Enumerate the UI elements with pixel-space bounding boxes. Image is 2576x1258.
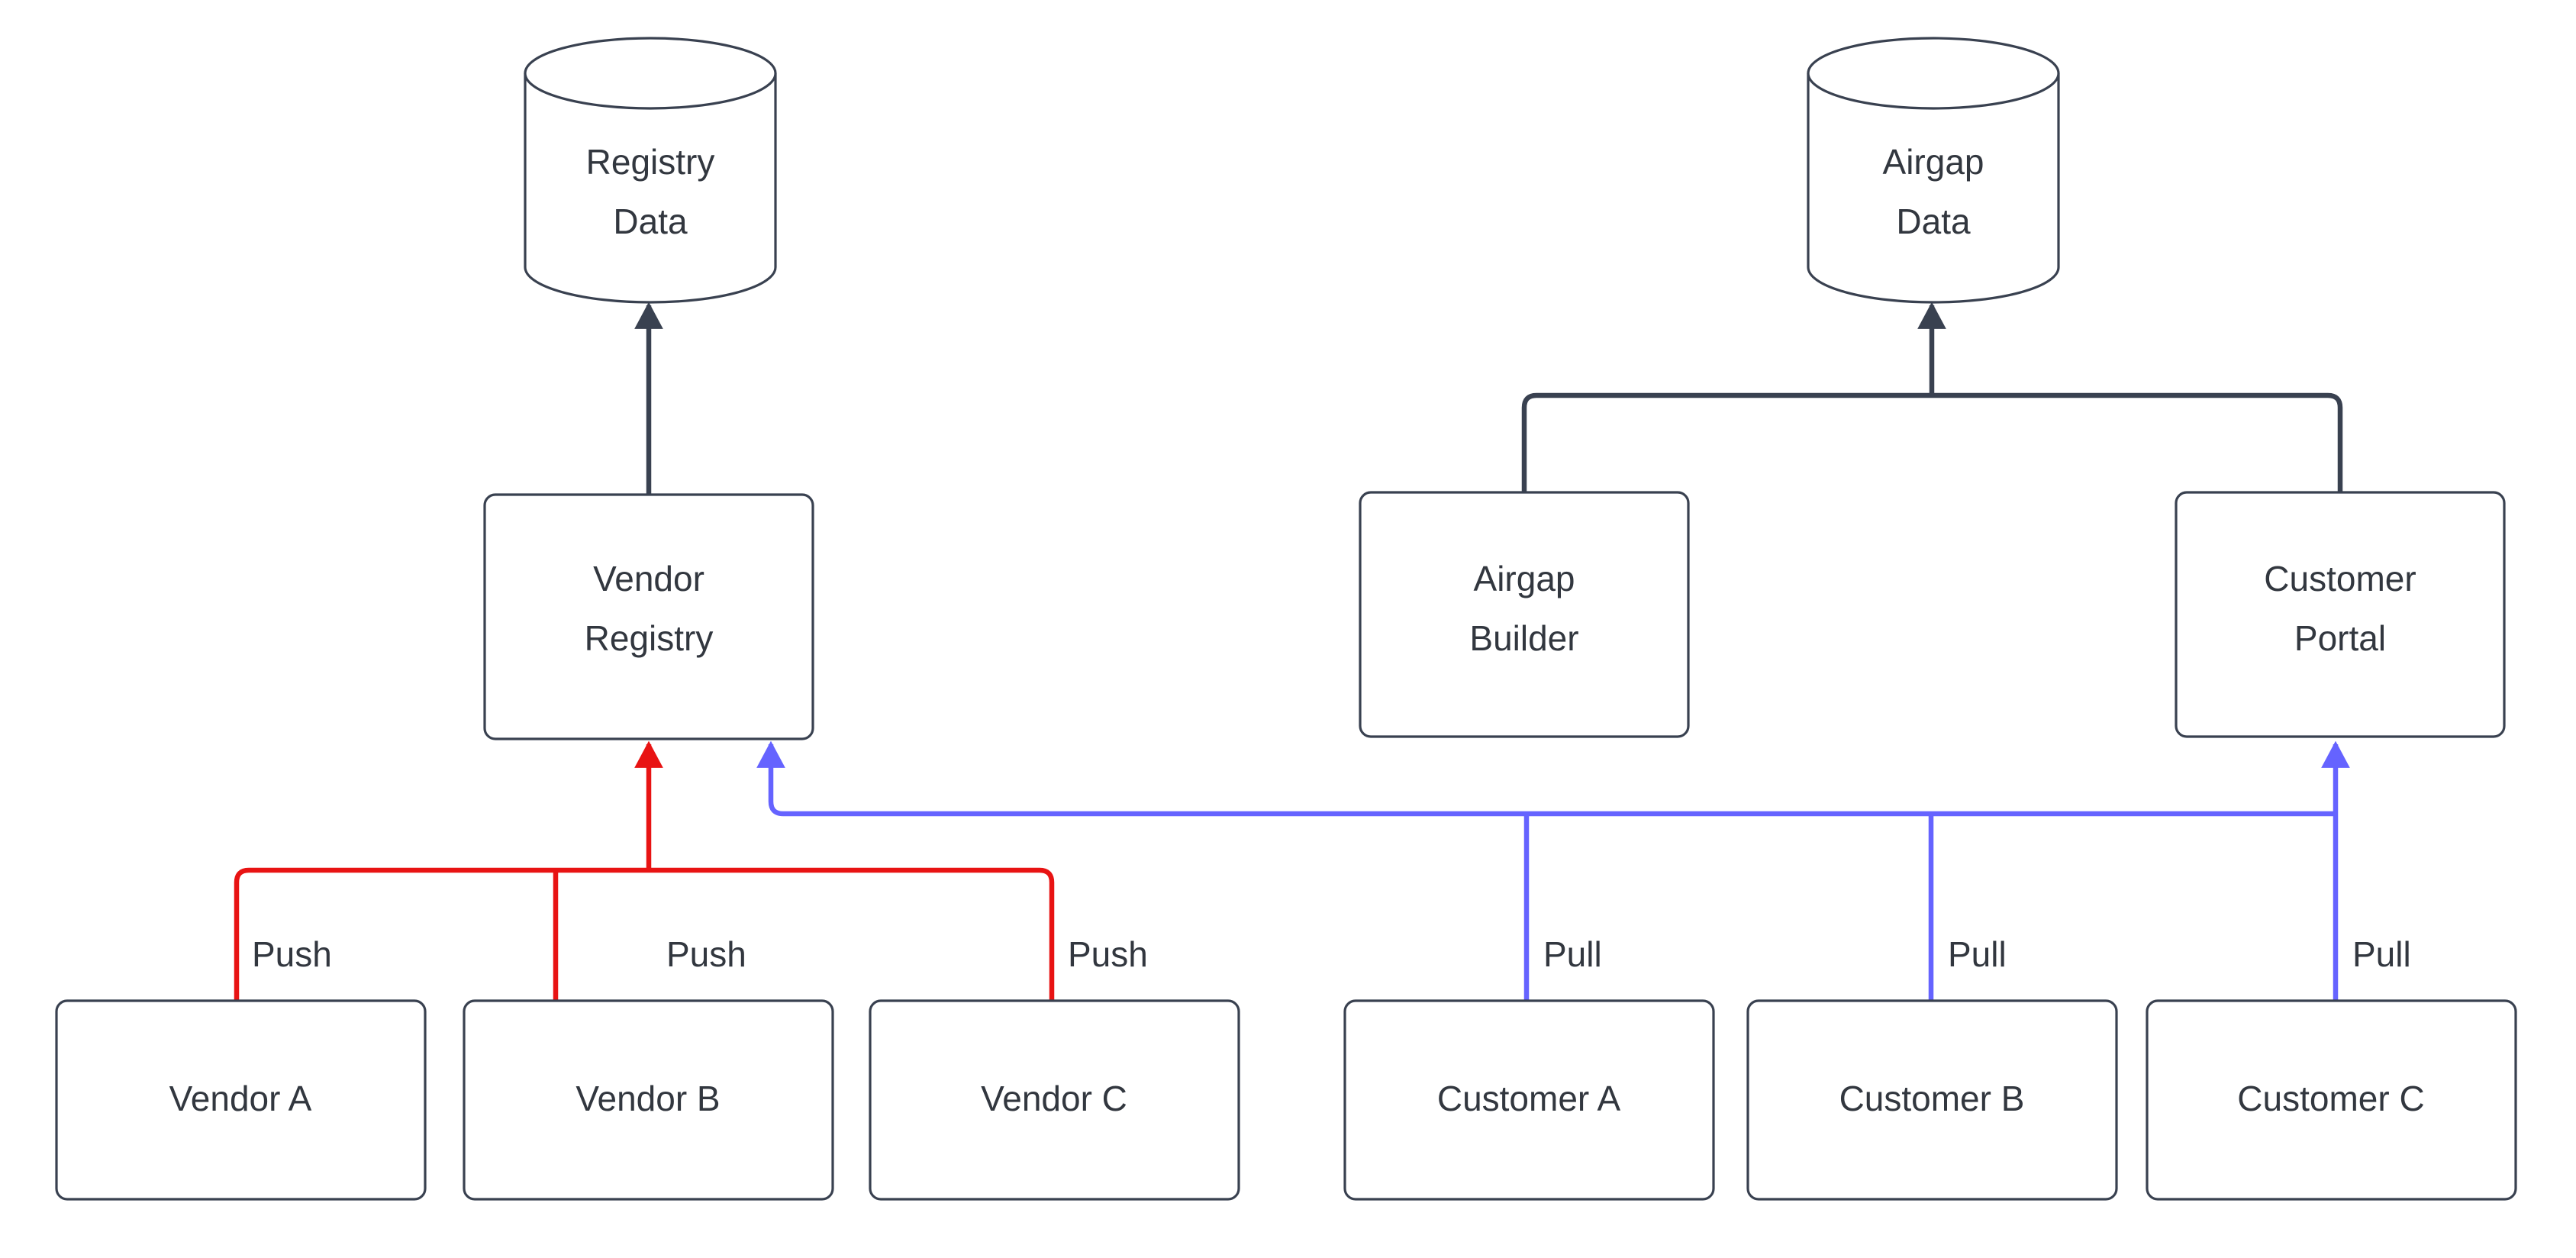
node-vendor-c-label: Vendor C xyxy=(981,1079,1127,1118)
edge-push-bus xyxy=(234,867,1055,1001)
edge-pull-bus-to-vendor-registry xyxy=(756,740,2336,817)
node-airgap-data-label-line2: Data xyxy=(1896,202,1971,241)
node-customer-portal-label-line2: Portal xyxy=(2294,618,2386,658)
node-customer-b[interactable]: Customer B xyxy=(1746,999,2118,1201)
edge-airgap-bus xyxy=(1521,392,2343,492)
edge-label-pull-customer-a: Pull xyxy=(1543,934,1602,974)
node-vendor-a-label: Vendor A xyxy=(169,1079,312,1118)
node-customer-c-label: Customer C xyxy=(2237,1079,2424,1118)
node-registry-data[interactable]: Registry Data xyxy=(524,37,777,304)
node-airgap-data-label-line1: Airgap xyxy=(1883,142,1984,182)
edge-label-push-vendor-c: Push xyxy=(1068,934,1148,974)
node-airgap-builder-label-line1: Airgap xyxy=(1474,559,1575,598)
node-customer-portal[interactable]: Customer Portal xyxy=(2175,491,2506,738)
edge-label-pull-customer-c: Pull xyxy=(2352,934,2411,974)
node-customer-a[interactable]: Customer A xyxy=(1343,999,1715,1201)
node-airgap-builder-label-line2: Builder xyxy=(1469,618,1578,658)
node-vendor-c[interactable]: Vendor C xyxy=(869,999,1240,1201)
node-registry-data-label-line1: Registry xyxy=(586,142,715,182)
node-customer-portal-label-line1: Customer xyxy=(2264,559,2416,598)
node-airgap-builder[interactable]: Airgap Builder xyxy=(1359,491,1690,738)
edge-label-pull-customer-b: Pull xyxy=(1948,934,2007,974)
edge-label-push-vendor-a: Push xyxy=(252,934,332,974)
node-vendor-registry-label-line2: Registry xyxy=(585,618,714,658)
node-customer-c[interactable]: Customer C xyxy=(2146,999,2517,1201)
node-vendor-a[interactable]: Vendor A xyxy=(55,999,427,1201)
node-vendor-b[interactable]: Vendor B xyxy=(463,999,834,1201)
node-vendor-registry-label-line1: Vendor xyxy=(593,559,704,598)
edge-label-push-vendor-b: Push xyxy=(666,934,746,974)
node-airgap-data[interactable]: Airgap Data xyxy=(1807,37,2060,304)
node-vendor-registry[interactable]: Vendor Registry xyxy=(483,493,814,740)
node-registry-data-label-line2: Data xyxy=(613,202,688,241)
node-vendor-b-label: Vendor B xyxy=(575,1079,720,1118)
node-customer-a-label: Customer A xyxy=(1437,1079,1621,1118)
node-customer-b-label: Customer B xyxy=(1839,1079,2025,1118)
